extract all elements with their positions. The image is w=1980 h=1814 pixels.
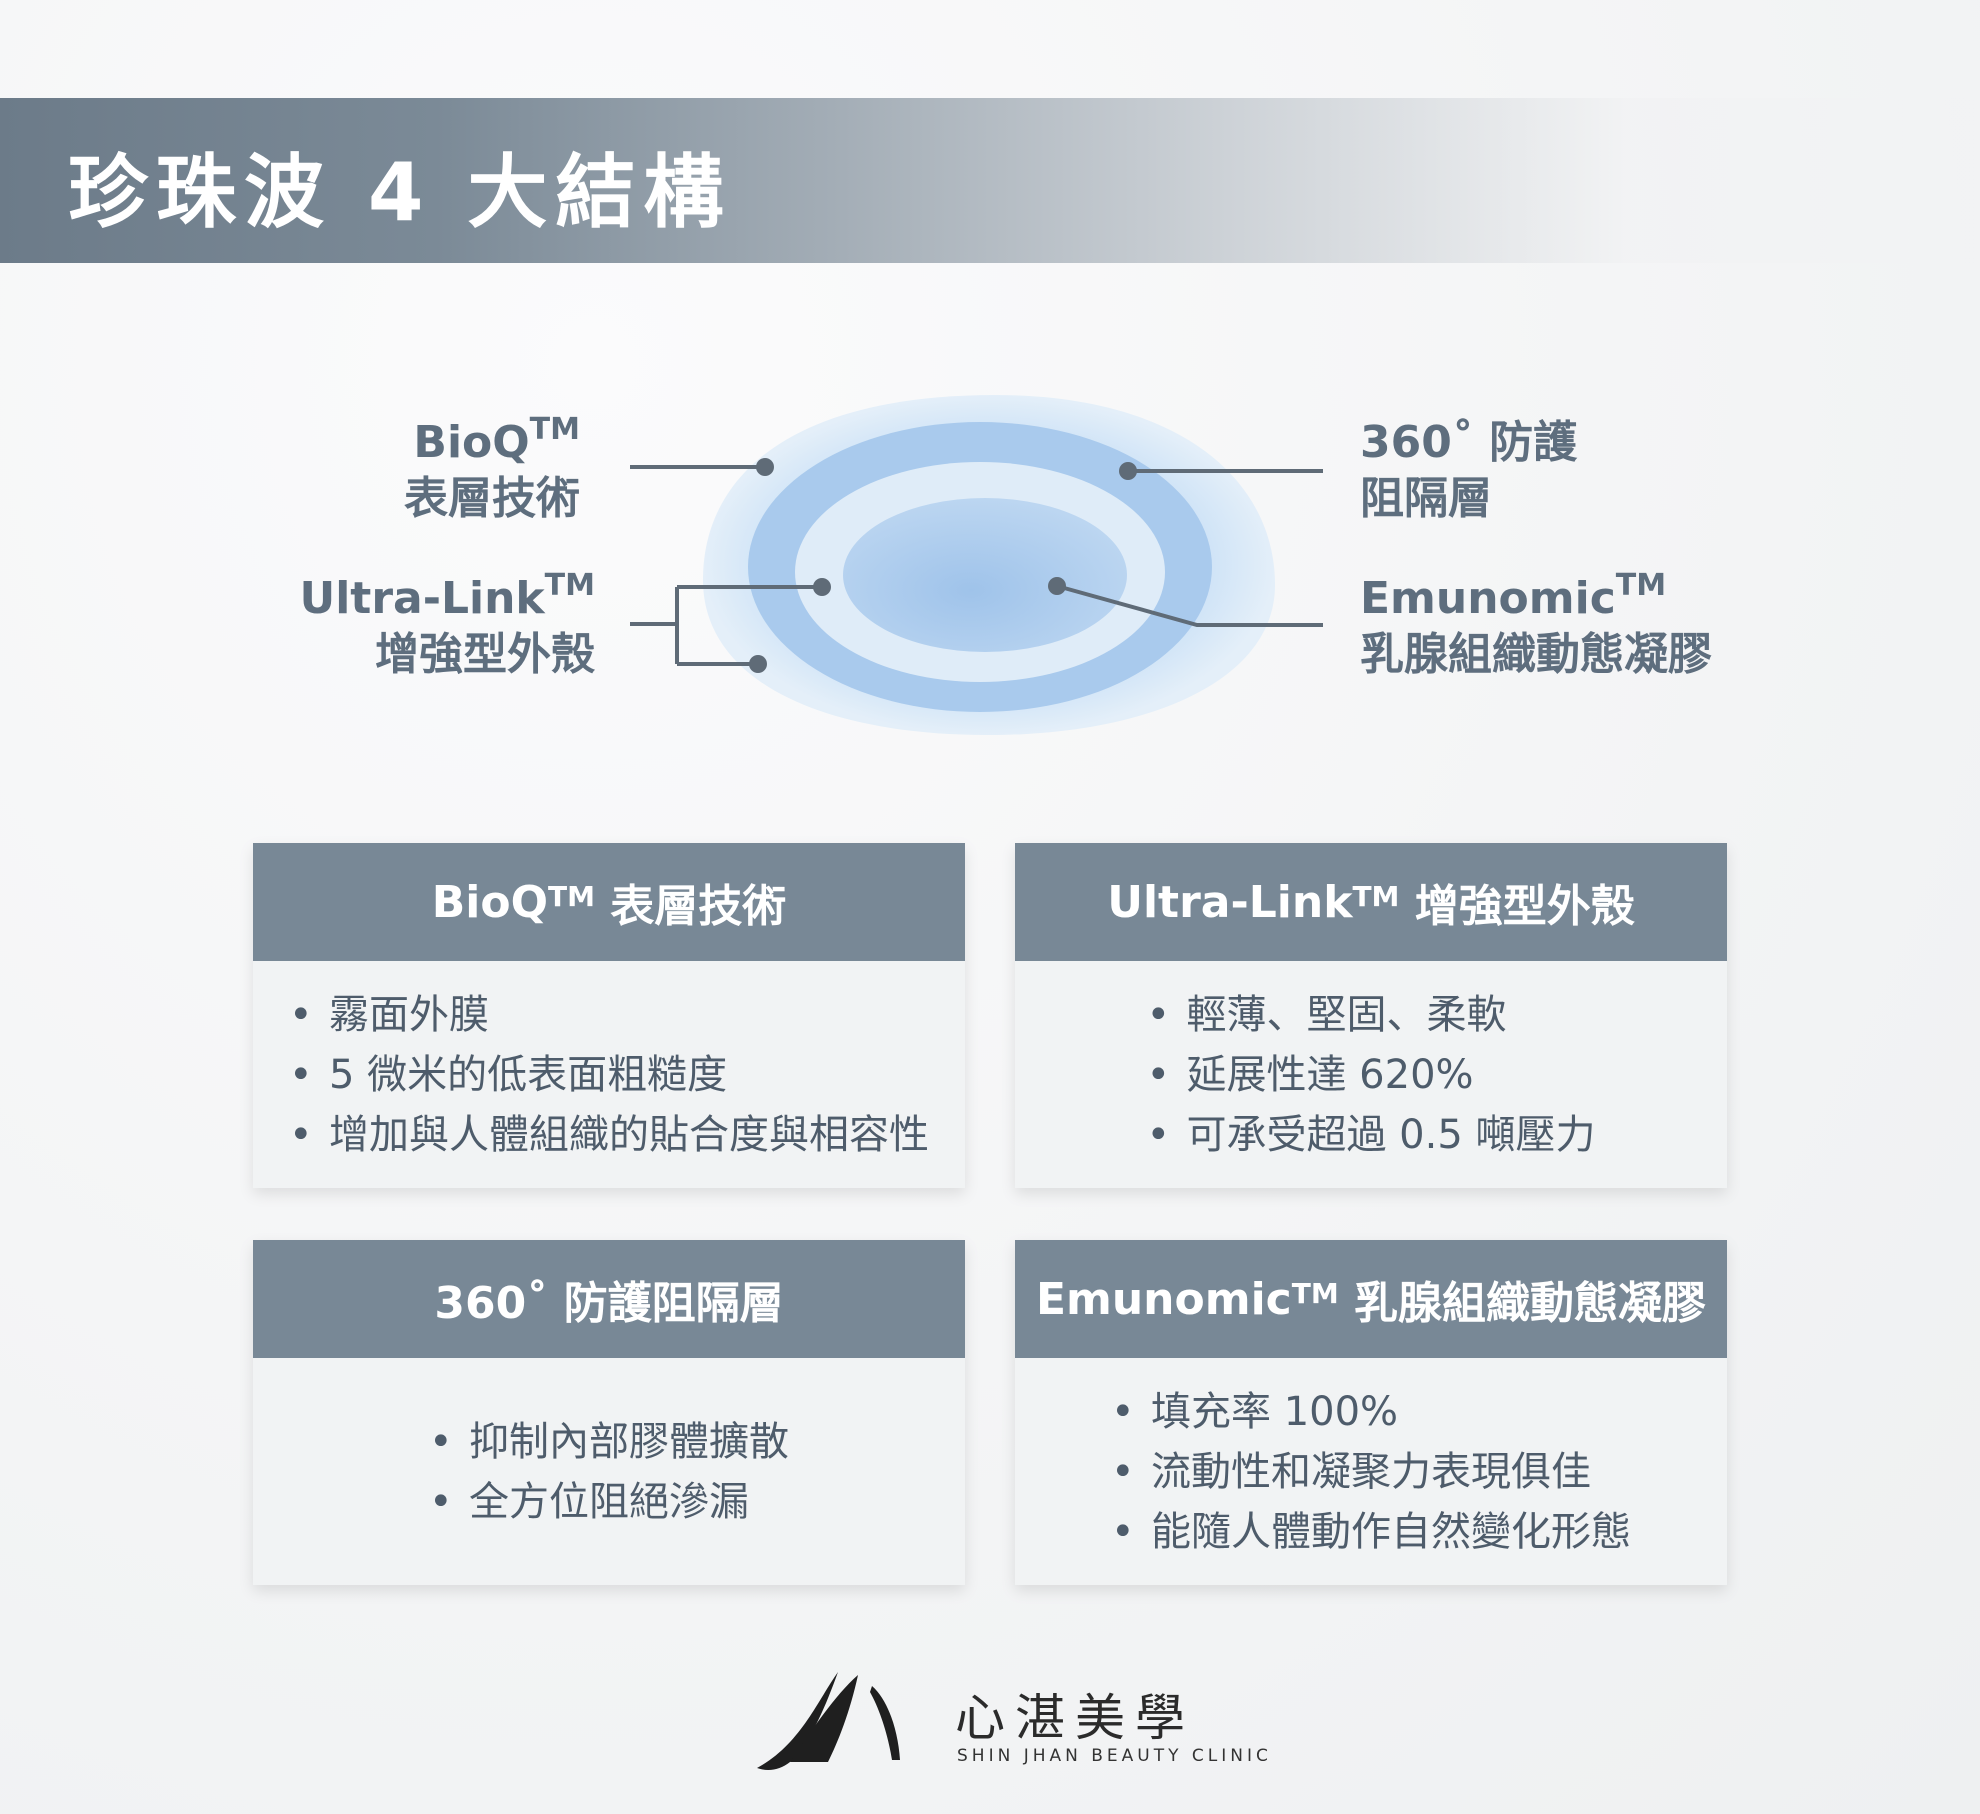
list-item: 全方位阻絕滲漏	[429, 1472, 789, 1532]
card-ultralink-body: 輕薄、堅固、柔軟 延展性達 620% 可承受超過 0.5 噸壓力	[1015, 961, 1727, 1188]
brand-logo-icon	[757, 1672, 900, 1770]
page-title: 珍珠波 4 大結構	[68, 146, 732, 239]
emunomic-dot	[1048, 577, 1066, 595]
card-emunomic-suffix: 乳腺組織動態凝膠	[1338, 1278, 1707, 1329]
label-bioq-tm: TM	[529, 412, 580, 447]
emunomic-connector	[1056, 584, 1323, 627]
label-bioq-desc: 表層技術	[404, 473, 580, 524]
card-bioq-title: BioQ	[431, 876, 548, 928]
bioq-dot	[756, 458, 774, 476]
card-ultralink-title: Ultra-Link	[1107, 876, 1353, 928]
barrier-dot	[1119, 462, 1137, 480]
brand-name-cn: 心湛美學	[955, 1689, 1195, 1747]
gel-core	[843, 498, 1127, 652]
list-item: 5 微米的低表面粗糙度	[289, 1045, 929, 1105]
card-ultralink: Ultra-LinkTM 增強型外殼 輕薄、堅固、柔軟 延展性達 620% 可承…	[1015, 843, 1727, 1188]
label-barrier-line2: 阻隔層	[1360, 473, 1492, 524]
list-item: 增加與人體組織的貼合度與相容性	[289, 1105, 929, 1165]
card-barrier-body: 抑制內部膠體擴散 全方位阻絕滲漏	[253, 1358, 965, 1585]
card-ultralink-suffix: 增強型外殼	[1399, 881, 1635, 932]
card-barrier-header: 360˚ 防護阻隔層	[253, 1240, 965, 1358]
list-item: 輕薄、堅固、柔軟	[1146, 985, 1595, 1045]
list-item: 能隨人體動作自然變化形態	[1111, 1502, 1631, 1562]
card-ultralink-tm: TM	[1352, 879, 1400, 913]
list-item: 流動性和凝聚力表現俱佳	[1111, 1442, 1631, 1502]
card-bioq-tm: TM	[547, 879, 595, 913]
label-emunomic-desc: 乳腺組織動態凝膠	[1360, 629, 1712, 680]
title-bar	[0, 98, 1980, 263]
card-barrier-title: 360˚ 防護阻隔層	[434, 1278, 784, 1329]
label-emunomic-tm: TM	[1615, 568, 1667, 603]
label-bioq: BioQTM 表層技術	[380, 415, 580, 527]
card-emunomic: EmunomicTM 乳腺組織動態凝膠 填充率 100% 流動性和凝聚力表現俱佳…	[1015, 1240, 1727, 1585]
card-emunomic-title: Emunomic	[1035, 1273, 1292, 1325]
brand-name-en: SHIN JHAN BEAUTY CLINIC	[957, 1746, 1272, 1766]
list-item: 可承受超過 0.5 噸壓力	[1146, 1105, 1595, 1165]
card-bioq-body: 霧面外膜 5 微米的低表面粗糙度 增加與人體組織的貼合度與相容性	[253, 961, 965, 1188]
label-emunomic: EmunomicTM 乳腺組織動態凝膠	[1360, 571, 1712, 683]
ultralink-dot-bottom	[749, 655, 767, 673]
list-item: 延展性達 620%	[1146, 1045, 1595, 1105]
label-barrier: 360˚ 防護 阻隔層	[1360, 415, 1577, 527]
label-emunomic-name: Emunomic	[1360, 573, 1616, 624]
card-barrier: 360˚ 防護阻隔層 抑制內部膠體擴散 全方位阻絕滲漏	[253, 1240, 965, 1585]
ultralink-connector	[630, 585, 822, 666]
label-ultralink: Ultra-LinkTM 增強型外殼	[295, 571, 595, 683]
list-item: 填充率 100%	[1111, 1382, 1631, 1442]
card-barrier-list: 抑制內部膠體擴散 全方位阻絕滲漏	[429, 1412, 789, 1532]
label-bioq-name: BioQ	[413, 417, 530, 468]
label-ultralink-name: Ultra-Link	[299, 573, 545, 624]
ultralink-dot-top	[813, 578, 831, 596]
list-item: 霧面外膜	[289, 985, 929, 1045]
card-emunomic-body: 填充率 100% 流動性和凝聚力表現俱佳 能隨人體動作自然變化形態	[1015, 1358, 1727, 1585]
label-ultralink-tm: TM	[544, 568, 595, 603]
card-emunomic-tm: TM	[1291, 1276, 1339, 1310]
card-ultralink-list: 輕薄、堅固、柔軟 延展性達 620% 可承受超過 0.5 噸壓力	[1146, 985, 1595, 1165]
card-bioq: BioQTM 表層技術 霧面外膜 5 微米的低表面粗糙度 增加與人體組織的貼合度…	[253, 843, 965, 1188]
card-emunomic-list: 填充率 100% 流動性和凝聚力表現俱佳 能隨人體動作自然變化形態	[1111, 1382, 1631, 1562]
list-item: 抑制內部膠體擴散	[429, 1412, 789, 1472]
card-bioq-list: 霧面外膜 5 微米的低表面粗糙度 增加與人體組織的貼合度與相容性	[289, 985, 929, 1165]
card-bioq-suffix: 表層技術	[594, 881, 787, 932]
label-ultralink-desc: 增強型外殼	[375, 629, 595, 680]
label-barrier-line1: 360˚ 防護	[1360, 417, 1578, 468]
